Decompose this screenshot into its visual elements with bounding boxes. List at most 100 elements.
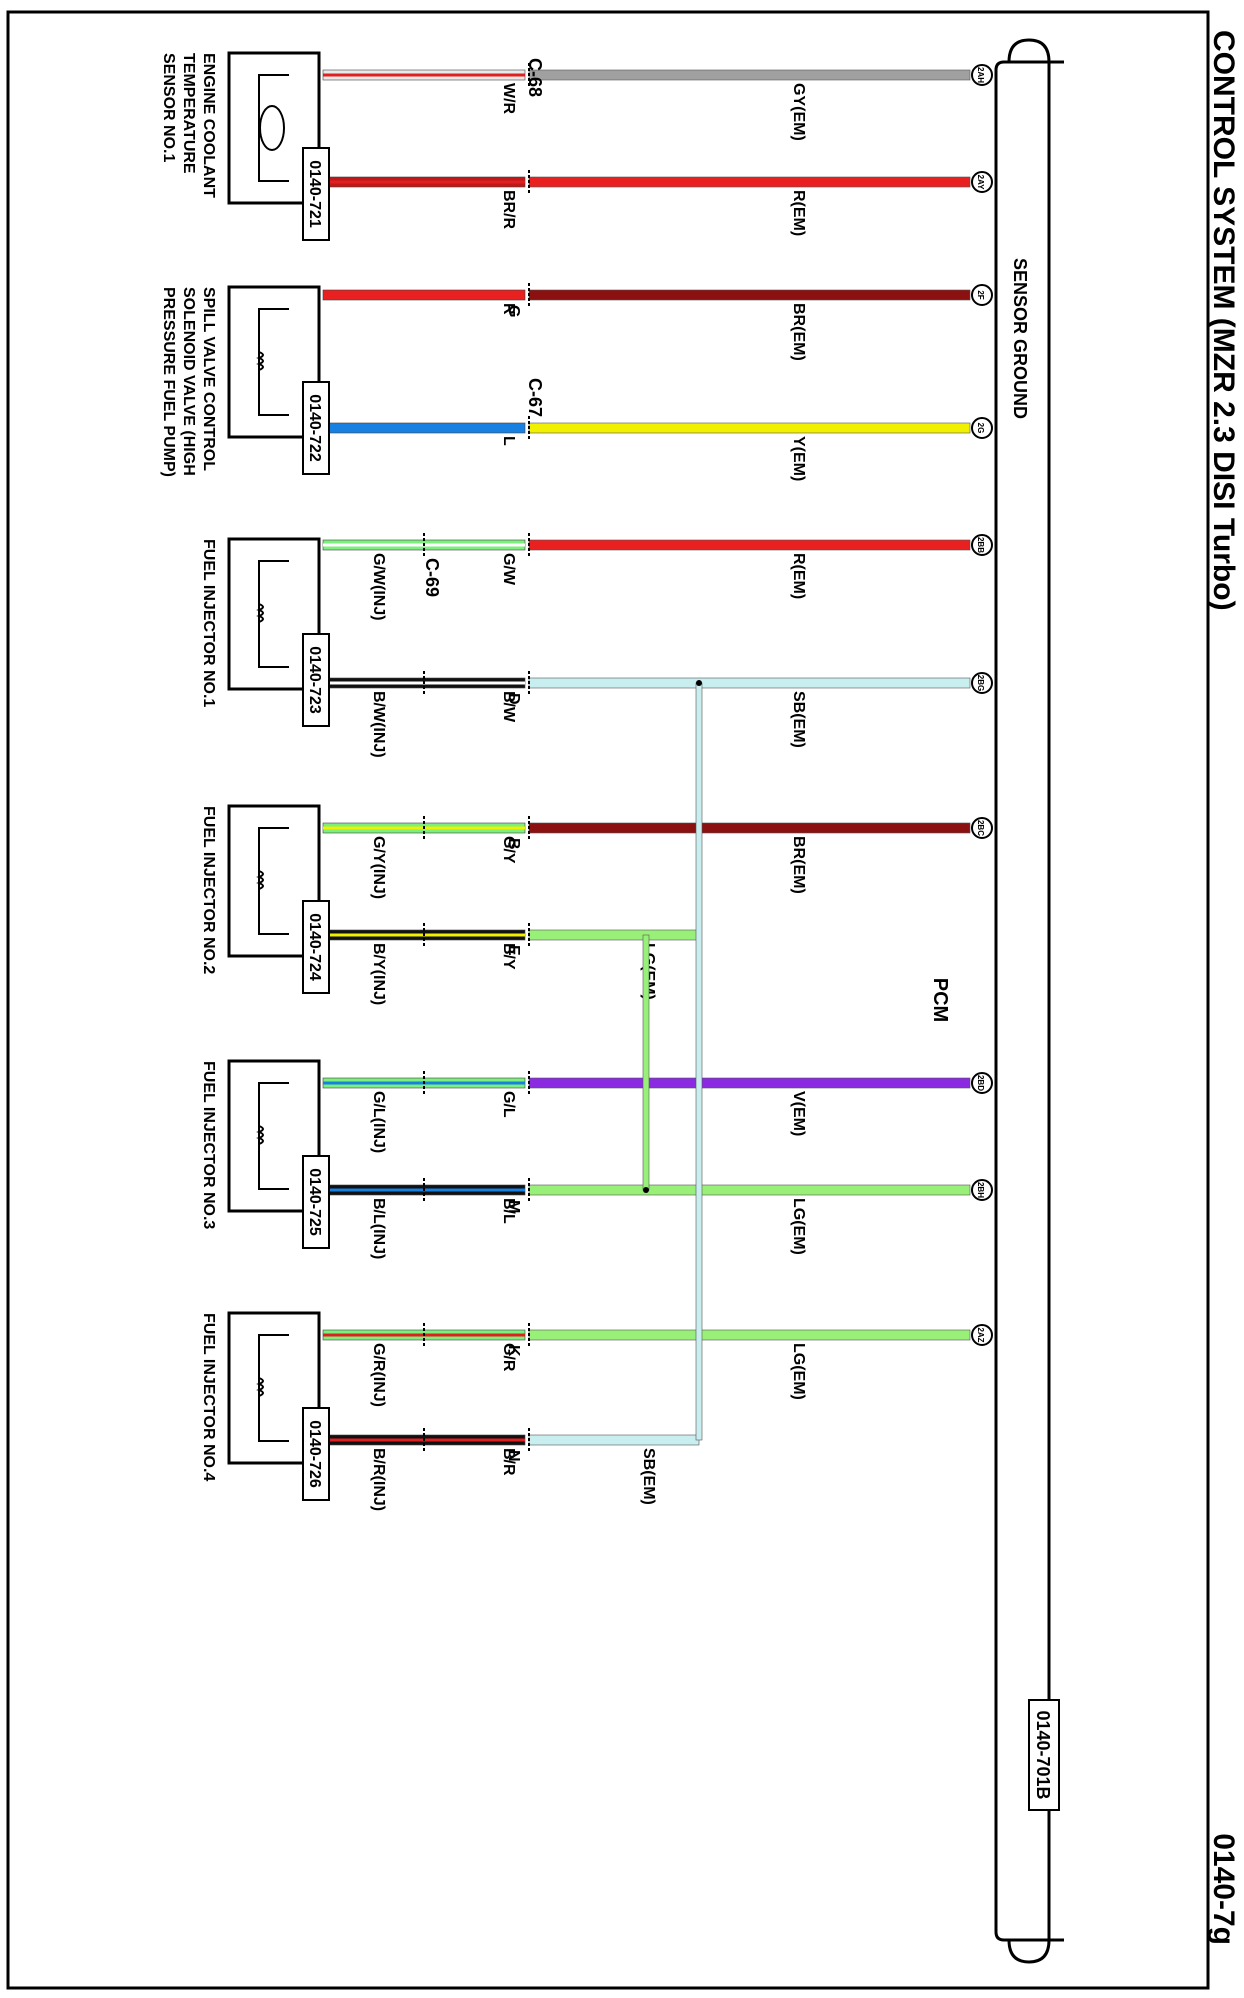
component-code: 0140-722 <box>306 394 323 462</box>
wire-em-label: V(EM) <box>790 1091 807 1136</box>
wire-em <box>528 422 971 434</box>
wire-em <box>528 69 971 81</box>
wire-em <box>528 176 971 188</box>
pcm-pin-2F <box>971 284 993 306</box>
component-name: PRESSURE FUEL PUMP) <box>160 287 177 477</box>
connector-pin-label: E <box>505 945 522 956</box>
lg-bus <box>642 934 650 1191</box>
pcm-pin-label: 2F <box>976 290 985 299</box>
wire-em <box>528 539 971 551</box>
component-name: TEMPERATURE <box>180 53 197 174</box>
wire-stripe <box>323 180 525 184</box>
wire-inj-label: B/Y(INJ) <box>370 943 387 1005</box>
pcm-pin-label: 2AH <box>976 67 985 83</box>
component-circuit <box>258 560 289 668</box>
pcm-connector-code: 0140-701B <box>1033 1710 1053 1799</box>
pcm-pin-2BC <box>971 817 993 839</box>
wire-em-label: GY(EM) <box>790 83 807 141</box>
component-name: SOLENOID VALVE (HIGH <box>180 287 197 476</box>
coil-symbol <box>256 1377 264 1397</box>
component-box <box>227 285 321 439</box>
pcm-pin-label: 2BB <box>976 537 985 553</box>
pcm-pin-label: 2BD <box>976 1075 985 1091</box>
coil-symbol <box>256 351 264 371</box>
wire-inj-label: B/L(INJ) <box>370 1198 387 1259</box>
component-code: 0140-726 <box>306 1420 323 1488</box>
component-code: 0140-725 <box>306 1168 323 1236</box>
wire-harness-label: G/L <box>500 1091 517 1118</box>
wire-em <box>528 1184 971 1196</box>
wire-harness-label: B/W <box>500 691 517 723</box>
connector-pin-label: D <box>505 693 522 705</box>
pcm-pin-2AY <box>971 171 993 193</box>
component-code: 0140-724 <box>306 913 323 981</box>
wire-em <box>528 289 971 301</box>
pcm-pin-label: 2BH <box>976 1182 985 1198</box>
component-inj4: 0140-726 FUEL INJECTOR NO.4 <box>200 1311 330 1501</box>
pcm-pin-2BG <box>971 672 993 694</box>
wire-inj-label: G/L(INJ) <box>370 1091 387 1153</box>
page-title: CONTROL SYSTEM (MZR 2.3 DISI Turbo) <box>1207 30 1240 611</box>
connector-c67: C-67 <box>525 378 545 417</box>
wire-harness-label: R <box>500 303 517 315</box>
coil-symbol <box>256 1125 264 1145</box>
page-border <box>6 10 1210 1990</box>
wire-inj-label: G/R(INJ) <box>370 1343 387 1407</box>
wire-harness-label: BR/R <box>500 190 517 230</box>
wire-em-label: Y(EM) <box>790 436 807 481</box>
component-code-box <box>302 1407 330 1501</box>
pcm-pin-label: 2G <box>976 423 985 434</box>
splice-dot <box>696 680 702 686</box>
connector-c69: C-69 <box>422 558 442 597</box>
thermistor-symbol <box>259 105 285 151</box>
component-name: FUEL INJECTOR NO.4 <box>200 1313 217 1481</box>
component-code-box <box>302 1155 330 1249</box>
component-inj3: 0140-725 FUEL INJECTOR NO.3 <box>200 1059 330 1249</box>
pcm-pin-label: 2AY <box>976 175 985 190</box>
component-circuit <box>258 308 289 416</box>
wires-layer: 2AHGY(EM)W/R2AYR(EM)BR/R2FBR(EM)GR2GY(EM… <box>322 63 993 1511</box>
component-name: ENGINE COOLANT <box>200 53 217 198</box>
wire-inj-label: B/W(INJ) <box>370 691 387 758</box>
pcm-outline <box>1007 38 1051 1964</box>
wire-harness-label: L <box>500 436 517 446</box>
wire-em <box>528 677 971 689</box>
sb-bus <box>695 682 703 1441</box>
component-box <box>227 537 321 691</box>
wire-harness-label: G/Y <box>500 836 517 864</box>
wire-harness-label: G/R <box>500 1343 517 1372</box>
pcm-body-top <box>994 60 1064 1942</box>
coil-symbol <box>256 870 264 890</box>
component-box <box>227 804 321 958</box>
component-name: FUEL INJECTOR NO.3 <box>200 1061 217 1229</box>
connector-pin-label: N <box>505 1450 522 1462</box>
wire-harness-label: W/R <box>500 83 517 115</box>
component-name: SENSOR NO.1 <box>160 53 177 162</box>
wire-inj-label: G/Y(INJ) <box>370 836 387 899</box>
wire-harness-label: G/W <box>500 553 517 586</box>
pcm-pin-label: 2AZ <box>976 1327 985 1342</box>
component-code-box <box>302 381 330 475</box>
connector-pin-label: K <box>505 1345 522 1357</box>
component-code-box <box>302 147 330 241</box>
wire-stripe <box>323 73 525 77</box>
pcm-pin-label: 2BG <box>976 675 985 691</box>
connector-pin-label: G <box>505 305 522 317</box>
component-circuit <box>258 827 289 935</box>
wire-em <box>528 1077 971 1089</box>
wire-em <box>528 1434 700 1446</box>
wire-harness <box>322 422 526 434</box>
wire-harness <box>322 289 526 301</box>
wire-em-label: LG(EM) <box>790 1343 807 1400</box>
component-code-box <box>302 633 330 727</box>
wire-inj-label: B/R(INJ) <box>370 1448 387 1511</box>
wire-em <box>528 822 971 834</box>
wire-inj-label: G/W(INJ) <box>370 553 387 621</box>
wire-em-label: SB(EM) <box>790 691 807 748</box>
pcm-pin-2BB <box>971 534 993 556</box>
